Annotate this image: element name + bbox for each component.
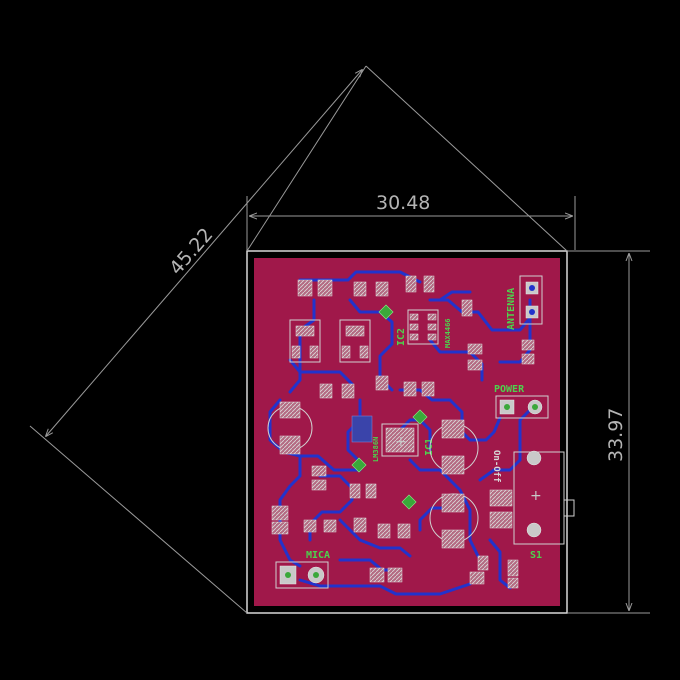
width-dimension-label: 30.48 <box>376 192 430 214</box>
height-dimension-label: 33.97 <box>605 408 627 462</box>
ic1-label: IC1 <box>424 438 435 456</box>
ic1-chip: + IC1 LM386N <box>351 415 435 462</box>
antenna-connector: ANTENNA <box>506 275 543 330</box>
power-connector: POWER <box>494 384 549 419</box>
max4466-label: MAX4466 <box>444 318 452 348</box>
lm386-label: LM386N <box>372 437 380 462</box>
smd-components-top <box>297 275 483 399</box>
mic-connector: MICA <box>275 550 330 589</box>
power-label: POWER <box>494 384 525 395</box>
switch-s1: + S1 On-Off <box>491 450 575 561</box>
on-off-label: On-Off <box>491 450 501 483</box>
dimension-height: 33.97 <box>568 250 650 614</box>
trimmer-potentiometers <box>289 319 371 363</box>
ic2-label: IC2 <box>396 328 407 346</box>
svg-text:+: + <box>395 434 407 450</box>
diagonal-dimension-label: 45.22 <box>165 224 217 279</box>
dimension-width: 30.48 <box>246 192 576 250</box>
ic2-chip: IC2 MAX4466 <box>396 309 452 348</box>
svg-text:+: + <box>530 488 542 504</box>
s1-label: S1 <box>530 550 542 561</box>
electrolytic-capacitors <box>267 401 479 549</box>
vias <box>351 304 428 510</box>
mica-label: MICA <box>306 550 330 561</box>
antenna-label: ANTENNA <box>506 288 517 330</box>
smd-components-lower <box>271 339 535 589</box>
